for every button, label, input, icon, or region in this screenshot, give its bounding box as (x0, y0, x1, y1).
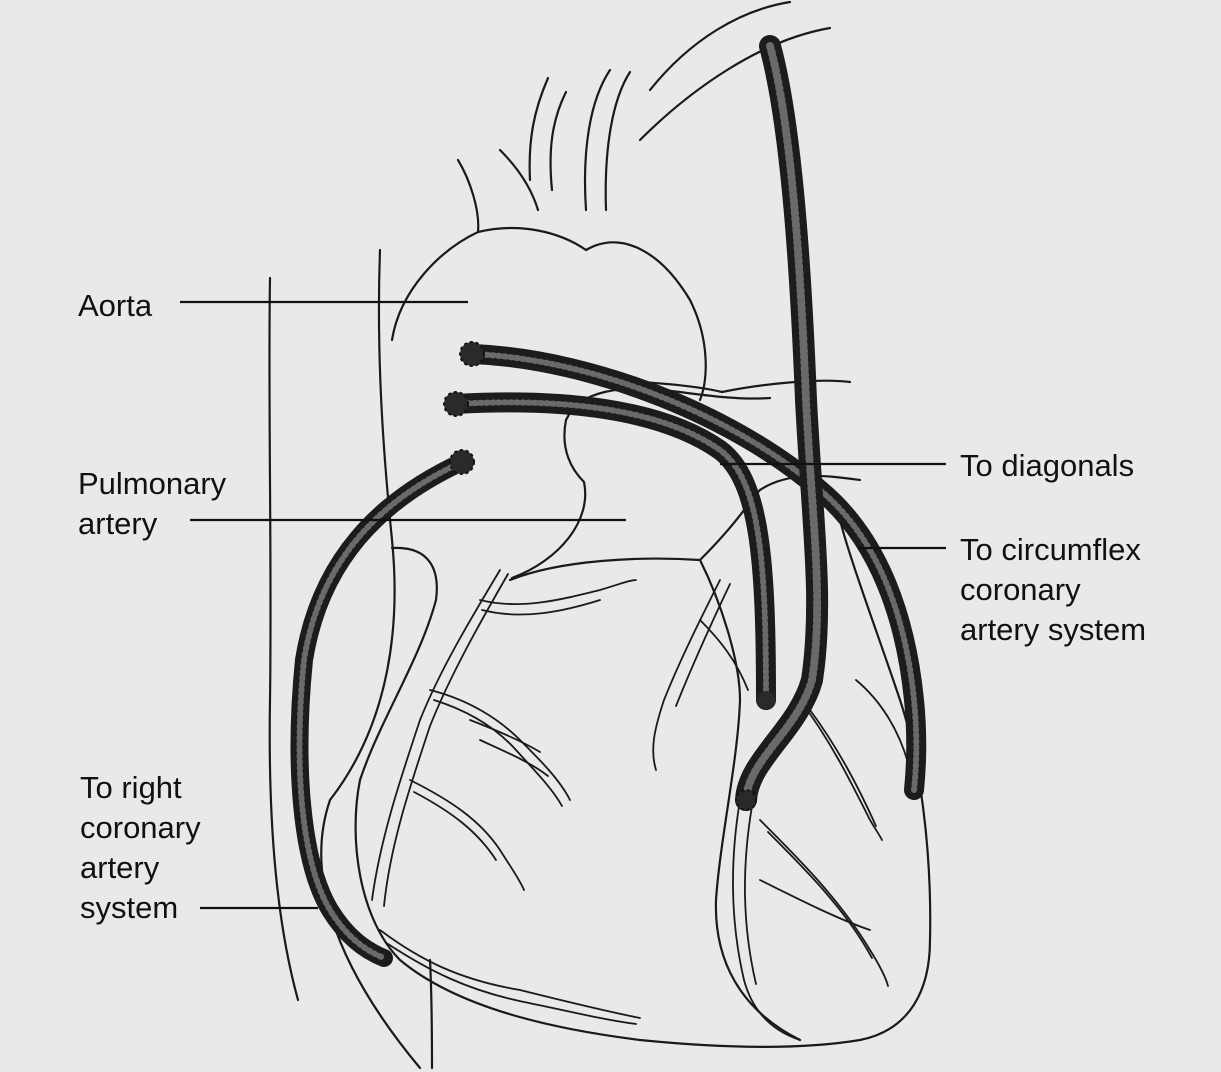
bypass-grafts (290, 35, 927, 967)
left-coronary-vessels (652, 579, 911, 1041)
aorta-outline (390, 0, 832, 402)
label-pulmonary-artery: Pulmonary artery (78, 466, 227, 541)
label-to-diagonals: To diagonals (960, 448, 1135, 483)
graft-circumflex (464, 344, 927, 800)
anastomosis-sites (443, 341, 775, 811)
right-coronary-vessels (371, 569, 641, 1025)
label-to-circumflex: To circumflex coronary artery system (960, 532, 1147, 647)
label-aorta: Aorta (78, 288, 153, 323)
leader-lines (180, 300, 946, 910)
label-to-right-coronary: To right coronary artery system (80, 770, 201, 925)
